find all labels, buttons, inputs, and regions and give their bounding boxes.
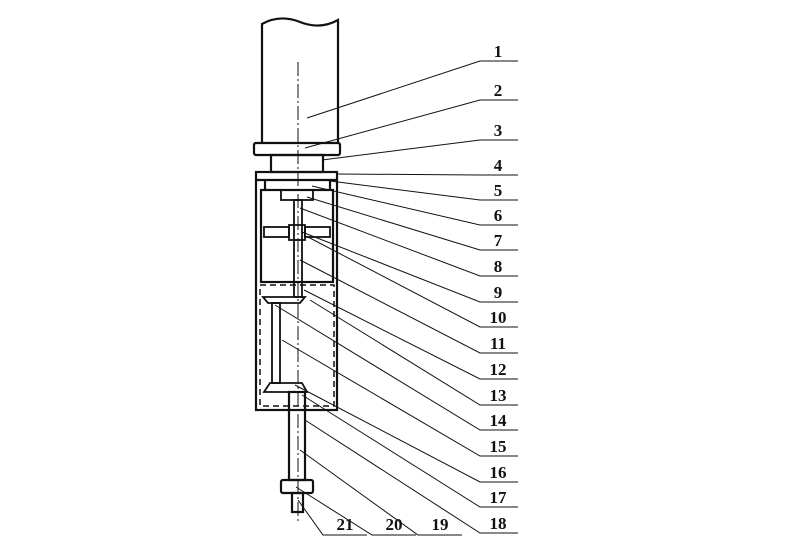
part-label: 10 [490, 308, 507, 327]
leader-line [329, 180, 518, 201]
leader-line [321, 139, 518, 161]
part-label: 2 [494, 81, 503, 100]
leader-line [303, 289, 518, 380]
leader-line [294, 384, 518, 483]
mixing-chamber [259, 188, 335, 284]
part-label: 5 [494, 181, 503, 200]
part-label: 9 [494, 283, 503, 302]
part-label: 11 [490, 334, 506, 353]
part-label: 6 [494, 206, 503, 225]
part-label: 20 [386, 515, 403, 534]
part-label: 12 [490, 360, 507, 379]
part-label: 4 [494, 156, 503, 175]
part-label: 14 [490, 411, 508, 430]
leader-line [301, 394, 518, 508]
part-label: 13 [490, 386, 507, 405]
part-label: 21 [337, 515, 354, 534]
leader-line [306, 196, 518, 251]
leader-line [274, 304, 518, 431]
motor-column [260, 17, 340, 143]
part-label: 1 [494, 42, 503, 61]
leader-line [304, 99, 518, 149]
bevel-gear-top [261, 296, 307, 304]
leader-line [297, 499, 367, 536]
leader-line [301, 231, 518, 303]
leader-line [309, 299, 518, 406]
paddle-left [263, 226, 290, 238]
leader-line [299, 449, 462, 536]
transmission-shaft [271, 302, 281, 384]
part-label: 3 [494, 121, 503, 140]
part-label: 8 [494, 257, 503, 276]
leader-line [336, 173, 518, 176]
leader-line [295, 486, 416, 536]
leader-line [304, 419, 518, 534]
leader-line [299, 259, 518, 354]
bevel-gear-bottom [262, 382, 309, 393]
leader-line [311, 185, 518, 226]
dashed-compartment [259, 284, 335, 407]
leader-lines [274, 60, 518, 536]
housing [254, 170, 339, 412]
part-label: 19 [432, 515, 449, 534]
bearing-block [280, 189, 314, 201]
part-label: 15 [490, 437, 507, 456]
part-label: 16 [490, 463, 507, 482]
leader-line [306, 60, 518, 119]
flange-plate [252, 141, 342, 157]
coupling-neck [269, 153, 325, 174]
leader-line [281, 339, 518, 457]
output-shaft [287, 390, 307, 482]
part-label: 7 [494, 231, 503, 250]
paddle-right [304, 226, 331, 238]
leader-line [307, 236, 518, 328]
nut [279, 478, 315, 495]
part-label: 17 [490, 488, 508, 507]
leader-line [299, 207, 518, 277]
part-label: 18 [490, 514, 507, 533]
